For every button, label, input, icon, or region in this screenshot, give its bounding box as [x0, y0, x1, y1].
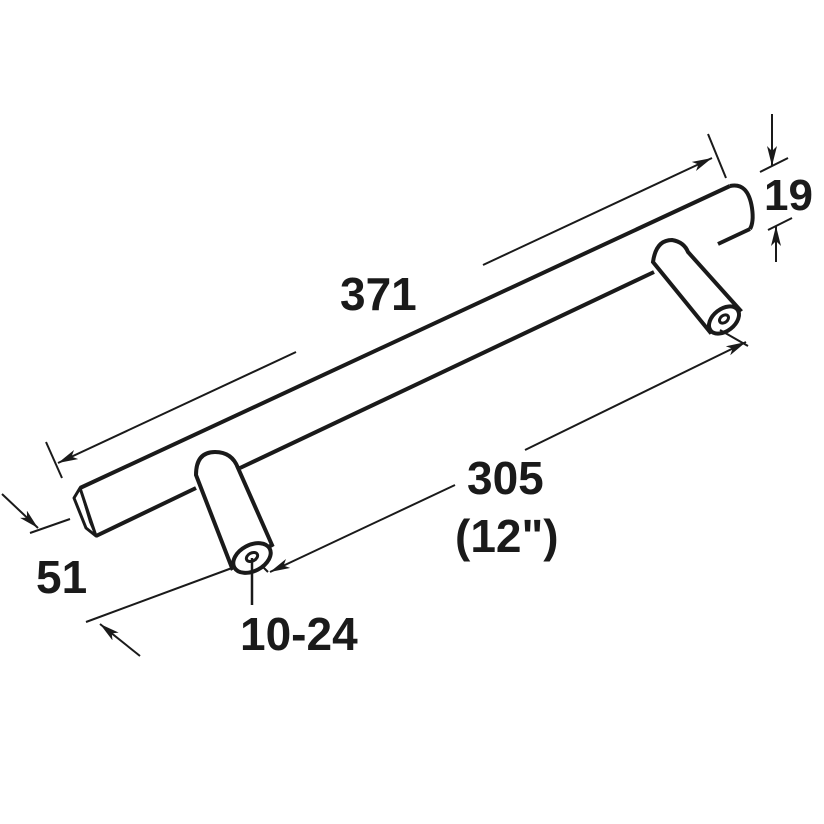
- left-post: [193, 449, 275, 575]
- right-post: [650, 237, 743, 336]
- center-to-center-inches-label: (12"): [455, 510, 559, 562]
- center-to-center-dimension: [261, 329, 749, 573]
- bar-diameter-dimension: [759, 114, 793, 262]
- projection-label: 51: [36, 551, 87, 603]
- overall-length-label: 371: [340, 268, 417, 320]
- thread-label: 10-24: [240, 608, 358, 660]
- handle-bar: [72, 183, 755, 538]
- center-to-center-label: 305: [467, 452, 544, 504]
- projection-dimension: [1, 493, 233, 657]
- bar-diameter-label: 19: [764, 171, 813, 220]
- overall-length-dimension: [45, 133, 727, 479]
